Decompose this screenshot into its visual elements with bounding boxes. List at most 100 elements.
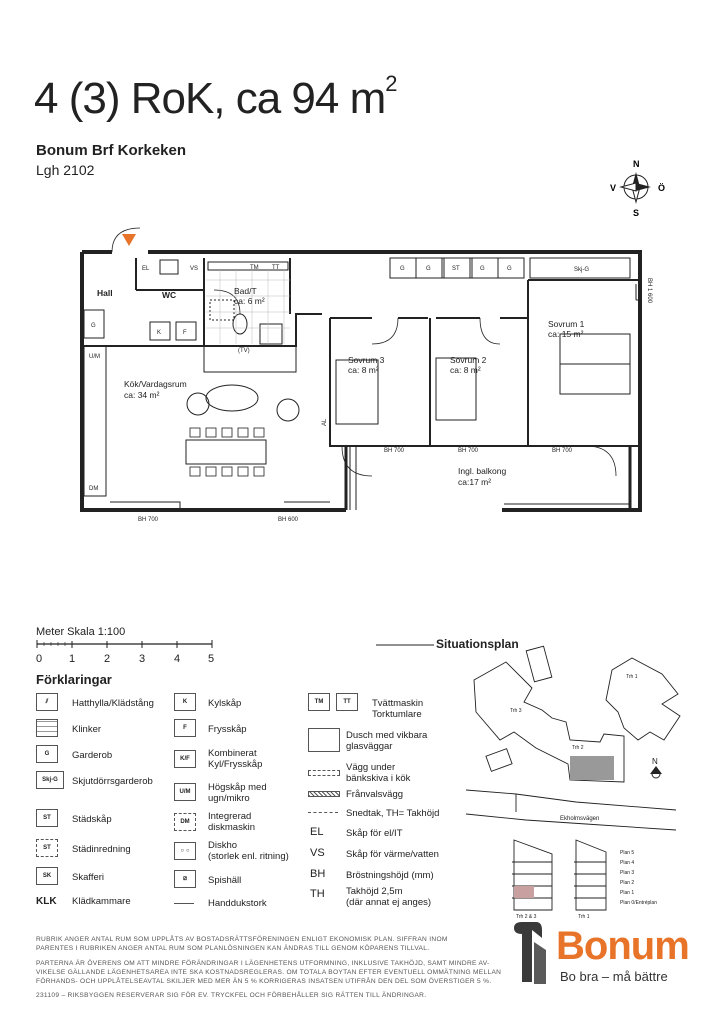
legend-left-2: Garderob [72, 750, 113, 761]
legend-right-code-0b: TT [336, 693, 358, 711]
page-title: 4 (3) RoK, ca 94 m2 [34, 71, 398, 123]
scale-tick-1: 1 [69, 653, 75, 665]
compass-n: N [633, 159, 640, 169]
counter-wall-icon [308, 770, 340, 776]
compass-o: Ö [658, 183, 665, 193]
g-label-1: G [400, 266, 405, 272]
legend-left-code-6: SK [36, 867, 58, 885]
legend-mid-3: Högskåp med ugn/mikro [208, 782, 267, 804]
legend-title: Förklaringar [36, 672, 112, 687]
stove-icon: ⧄ [174, 870, 196, 888]
el-label: EL [142, 266, 150, 272]
situation-street: Ekholmsvägen [560, 816, 599, 822]
shower-icon [308, 728, 340, 752]
room-kok-area: ca: 34 m² [124, 390, 160, 400]
room-s1-area: ca: 15 m² [548, 329, 584, 339]
scale-tick-2: 2 [104, 653, 110, 665]
legend-mid-4: Integrerad diskmaskin [208, 811, 255, 833]
compass-s: S [633, 208, 639, 218]
legend-right-code-6: VS [310, 847, 325, 859]
tile-icon [36, 719, 58, 737]
legend-mid-2: Kombinerat Kyl/Frysskåp [208, 748, 263, 770]
legend-mid-6: Spishäll [208, 875, 242, 886]
g-label-3: G [480, 266, 485, 272]
vs-label: VS [190, 266, 198, 272]
legend-right-5: Skåp för el/IT [346, 828, 403, 839]
room-bad-area: ca: 6 m² [234, 296, 265, 306]
legend-right-code-5: EL [310, 826, 324, 838]
legend-left-code-7: KLK [36, 896, 57, 907]
sink-icon: ○ ○ [174, 842, 196, 860]
room-s2-area: ca: 8 m² [450, 365, 481, 375]
room-s3-area: ca: 8 m² [348, 365, 379, 375]
bh-700-s1: BH 700 [552, 448, 573, 454]
situation-tr3: Trh 3 [510, 708, 522, 714]
legend-right-0: Tvättmaskin Torktumlare [372, 698, 424, 720]
compass-icon: N S V Ö [610, 159, 665, 218]
scale-tick-4: 4 [174, 653, 180, 665]
footer-line-2: PARENTES I RUBRIKEN ANGER ANTAL RUM SOM … [36, 945, 430, 952]
bh-700-s3: BH 700 [384, 448, 405, 454]
skjg-label: Skj-G [574, 267, 589, 273]
k-label: K [157, 330, 161, 336]
bh-600-kok: BH 600 [278, 517, 299, 523]
room-hall: Hall [97, 288, 113, 298]
footer-line-3: PARTERNA ÄR ÖVERENS OM ATT MINDRE FÖRÄND… [36, 960, 490, 967]
legend-right-2: Vägg under bänkskiva i kök [346, 762, 411, 784]
legend-right-code-8: TH [310, 888, 325, 900]
scale-bar: 0 1 2 3 4 5 [36, 640, 214, 665]
legend-mid-0: Kylskåp [208, 698, 242, 709]
legend-left-1: Klinker [72, 724, 102, 735]
al-label: AL [322, 418, 328, 426]
scale-tick-3: 3 [139, 653, 145, 665]
floor-plan: Hall WC Bad/T ca: 6 m² Kök/Vardagsrum ca… [80, 227, 652, 523]
legend-left-7: Klädkammare [72, 896, 131, 907]
floor-1: Plan 1 [620, 890, 634, 896]
legend-right-7: Bröstningshöjd (mm) [346, 870, 434, 881]
towel-rail-icon [174, 895, 194, 904]
legend-mid-code-0: K [174, 693, 196, 711]
legend-right-6: Skåp för värme/vatten [346, 849, 439, 860]
legend-left-4: Städskåp [72, 814, 112, 825]
hat-rack-icon: ⫽ [36, 693, 58, 711]
g-label-2: G [426, 266, 431, 272]
footer-line-4: VIKELSE GÄLLANDE LÄGENHETSAREA INTE SKA … [36, 969, 502, 976]
legend-left-code-5: ST [36, 839, 58, 857]
legend-left-0: Hatthylla/Klädstång [72, 698, 154, 709]
situation-tr2: Trh 2 [572, 745, 584, 751]
brand-name: Bonum [556, 924, 690, 968]
room-s1: Sovrum 1 [548, 319, 585, 329]
legend-right-code-0a: TM [308, 693, 330, 711]
sloped-ceiling-icon [308, 812, 338, 813]
footer-line-1: RUBRIK ANGER ANTAL RUM SOM UPPLÅTS AV BO… [36, 936, 448, 943]
floor-2: Plan 2 [620, 880, 634, 886]
footer-line-6: 231109 – RIKSBYGGEN RESERVERAR SIG FÖR E… [36, 992, 427, 999]
legend-mid-code-1: F [174, 719, 196, 737]
section-tr23: Trh 2 & 3 [516, 914, 537, 920]
section-tr1: Trh 1 [578, 914, 590, 920]
legend-right-4: Snedtak, TH= Takhöjd [346, 808, 440, 819]
legend-mid-1: Frysskåp [208, 724, 247, 735]
tv-label: (TV) [238, 348, 250, 354]
tt-label: TT [272, 265, 280, 271]
bh-700-kok: BH 700 [138, 517, 159, 523]
g-label-hall: G [91, 323, 96, 329]
legend-right-3: Frånvalsvägg [346, 789, 404, 800]
bh-1600: BH 1 600 [646, 278, 652, 304]
room-s2: Sovrum 2 [450, 355, 487, 365]
f-label: F [183, 330, 187, 336]
room-balkong-area: ca:17 m² [458, 477, 491, 487]
room-kok: Kök/Vardagsrum [124, 379, 187, 389]
situation-n: N [652, 757, 658, 766]
legend-left-code-4: ST [36, 809, 58, 827]
um-label: U/M [89, 354, 100, 360]
legend-left-code-2: G [36, 745, 58, 763]
floor-5: Plan 5 [620, 850, 634, 856]
compass-v: V [610, 183, 616, 193]
situation-rule [376, 644, 434, 646]
dm-label: DM [89, 486, 98, 492]
legend-mid-code-2: K/F [174, 750, 196, 768]
legend-left-3: Skjutdörrsgarderob [72, 776, 153, 787]
room-wc: WC [162, 290, 176, 300]
footer-line-5: FÖRHANDS- OCH UPPLÅTELSEAVTAL SKILJER ME… [36, 978, 492, 985]
